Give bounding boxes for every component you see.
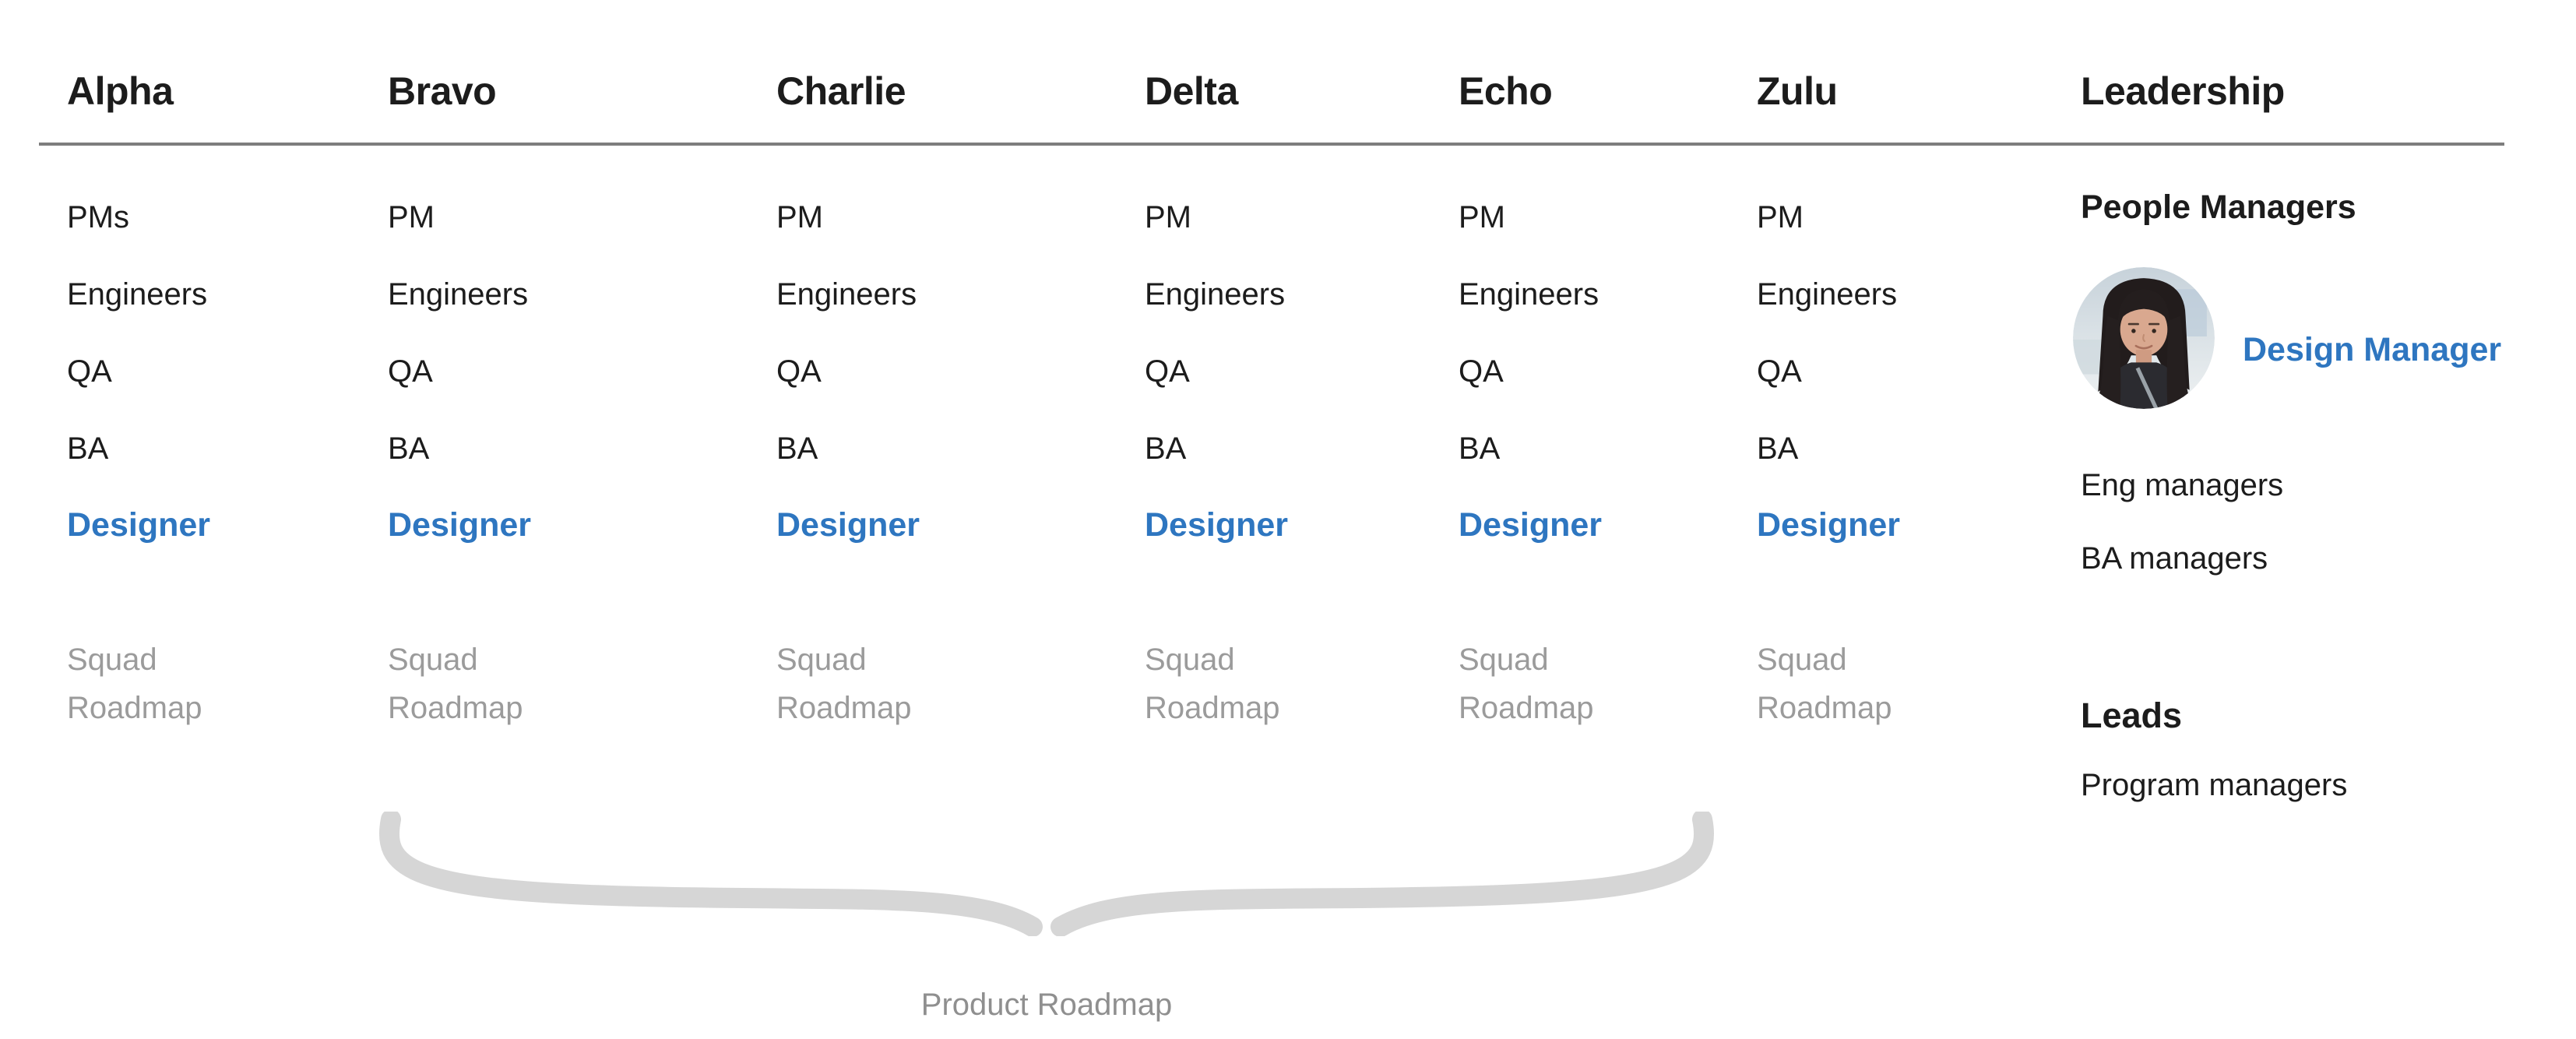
avatar-photo-illustration — [2073, 267, 2215, 409]
manager-group-item: BA managers — [2081, 541, 2268, 576]
role-item: QA — [388, 354, 433, 389]
designer-link[interactable]: Designer — [1459, 506, 1603, 544]
role-item: PM — [1145, 200, 1191, 234]
product-roadmap-caption: Product Roadmap — [920, 988, 1173, 1022]
role-item: PM — [1459, 200, 1505, 234]
manager-group-item: Eng managers — [2081, 468, 2284, 502]
design-manager-link[interactable]: Design Manager — [2243, 331, 2502, 368]
role-item: QA — [1757, 354, 1802, 389]
designer-link[interactable]: Designer — [388, 506, 532, 544]
role-item: BA — [67, 431, 109, 466]
team-name: Alpha — [67, 69, 174, 113]
designer-link[interactable]: Designer — [1757, 506, 1901, 544]
role-item: BA — [1459, 431, 1501, 466]
designer-link[interactable]: Designer — [1145, 506, 1289, 544]
role-item: BA — [1757, 431, 1799, 466]
team-name: Delta — [1145, 69, 1238, 113]
designer-link[interactable]: Designer — [776, 506, 920, 544]
role-item: BA — [388, 431, 430, 466]
role-item: Engineers — [67, 277, 208, 312]
role-item: PM — [388, 200, 435, 234]
squad-roadmap-label: Squad Roadmap — [776, 643, 912, 725]
squad-roadmap-label: Squad Roadmap — [1459, 643, 1594, 725]
role-item: Engineers — [1459, 277, 1599, 312]
role-item: BA — [1145, 431, 1187, 466]
role-item: BA — [776, 431, 818, 466]
product-roadmap-brace — [378, 812, 1715, 936]
squad-roadmap-label: Squad Roadmap — [1145, 643, 1280, 725]
role-item: QA — [1145, 354, 1190, 389]
role-item: PM — [776, 200, 823, 234]
team-name: Zulu — [1757, 69, 1838, 113]
team-name: Bravo — [388, 69, 497, 113]
team-name: Charlie — [776, 69, 906, 113]
role-item: QA — [1459, 354, 1504, 389]
leads-heading: Leads — [2081, 696, 2183, 735]
squad-roadmap-label: Squad Roadmap — [1757, 643, 1892, 725]
squad-roadmap-label: Squad Roadmap — [388, 643, 523, 725]
role-item: Engineers — [776, 277, 917, 312]
role-item: PM — [1757, 200, 1804, 234]
people-managers-heading: People Managers — [2081, 188, 2356, 226]
role-item: QA — [67, 354, 112, 389]
role-item: Engineers — [1757, 277, 1898, 312]
team-name: Echo — [1459, 69, 1553, 113]
leads-group-item: Program managers — [2081, 768, 2348, 802]
leadership-column: Leadership People Managers — [2073, 0, 2576, 1039]
header-divider-line — [39, 143, 2504, 146]
role-item: Engineers — [388, 277, 529, 312]
squad-roadmap-label: Squad Roadmap — [67, 643, 202, 725]
leadership-title: Leadership — [2081, 69, 2285, 113]
role-item: Engineers — [1145, 277, 1286, 312]
design-manager-avatar[interactable] — [2073, 267, 2215, 409]
designer-link[interactable]: Designer — [67, 506, 211, 544]
role-item: PMs — [67, 200, 129, 234]
role-item: QA — [776, 354, 822, 389]
